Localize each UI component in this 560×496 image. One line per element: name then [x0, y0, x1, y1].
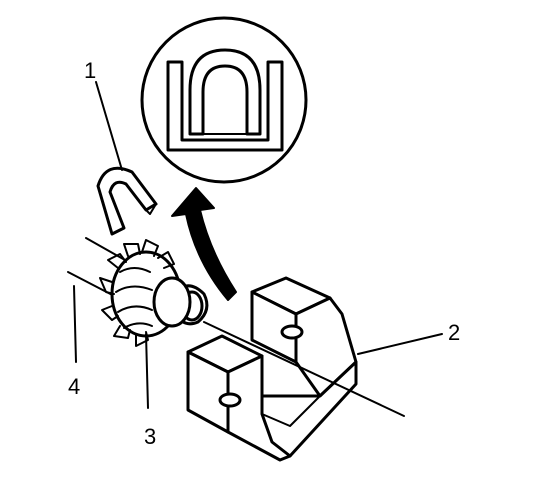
- support-block-part: [186, 276, 358, 462]
- callout-4: 4: [68, 374, 80, 399]
- detail-arrow: [171, 187, 237, 301]
- callout-2: 2: [448, 320, 460, 345]
- callout-1: 1: [84, 58, 96, 83]
- leader-lines: [73, 81, 443, 409]
- detail-inset: [140, 16, 308, 184]
- gear-part: [99, 239, 192, 347]
- retaining-clip-part: [96, 166, 158, 236]
- callout-3: 3: [144, 424, 156, 449]
